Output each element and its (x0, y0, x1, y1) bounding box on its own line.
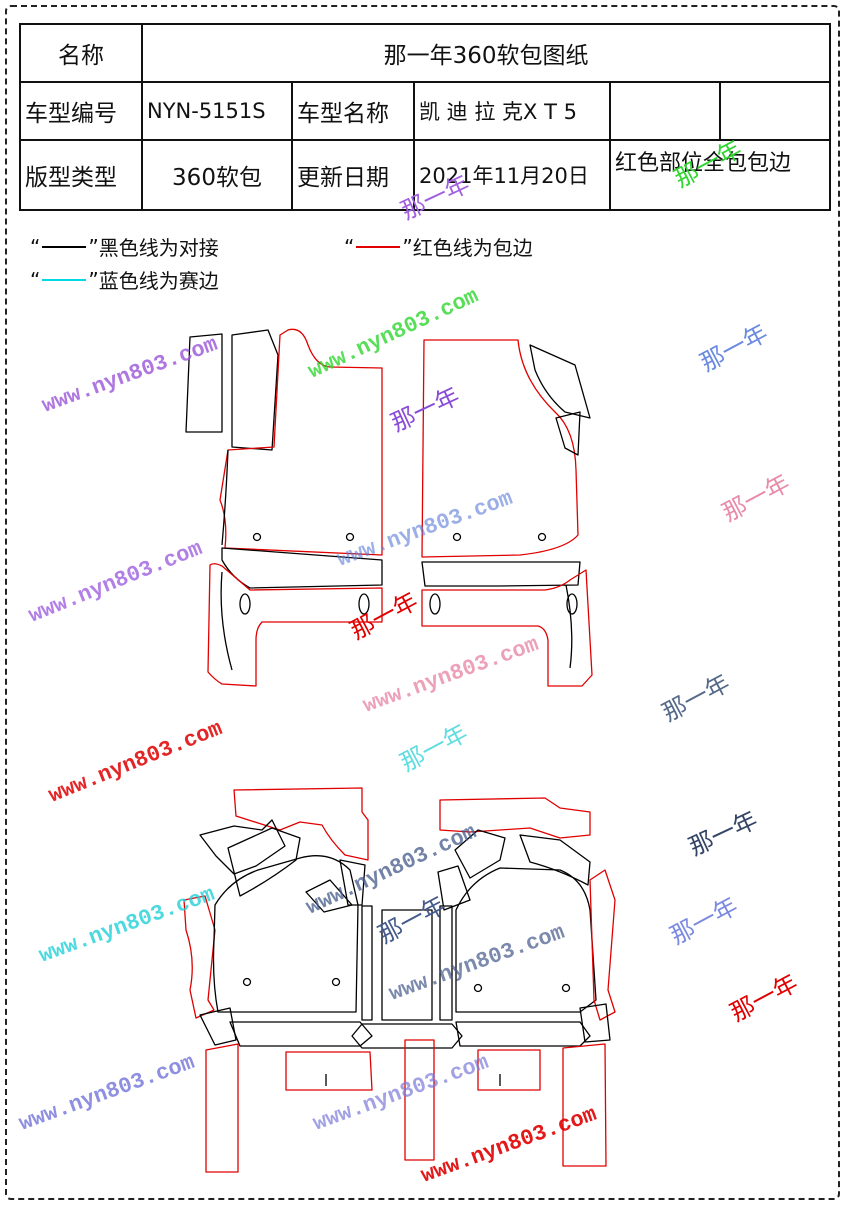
front-right-main-outline (421, 339, 579, 558)
spec-table: 名称 那一年360软包图纸 车型编号 NYN-5151S 车型名称 凯 迪 拉 … (19, 23, 832, 211)
rear-left-top-outline (233, 787, 369, 861)
rear-right-bottom-pad (477, 1049, 541, 1091)
rear-right-side-outline (589, 869, 616, 1021)
watermark-brand: 那一年 (346, 587, 423, 646)
model-name-label: 车型名称 (291, 81, 415, 141)
legend-cyan-text: 蓝色线为赛边 (98, 269, 219, 293)
rear-left-side-outline (183, 895, 216, 1019)
rear-center-tunnel (381, 909, 433, 1021)
rear-right-seat-area (455, 867, 597, 1013)
watermark-url: www.nyn803.com (302, 820, 480, 921)
watermark-brand: 那一年 (666, 892, 743, 951)
front-left-main-outline (219, 328, 383, 556)
legend-black-text: 黑色线为对接 (98, 236, 219, 260)
rear-mat (183, 787, 616, 1173)
type-value: 360软包 (141, 139, 293, 211)
watermark-brand: 那一年 (658, 669, 735, 728)
front-right-pillar-piece (529, 344, 591, 419)
date-label: 更新日期 (291, 139, 415, 211)
name-label: 名称 (19, 23, 143, 83)
watermark-url: www.nyn803.com (360, 632, 542, 719)
watermark-url: www.nyn803.com (310, 1050, 492, 1137)
note-cell: 红色部位全包包边 (608, 139, 832, 211)
cyan-line-swatch (42, 278, 87, 281)
rear-left-seat-area (212, 855, 359, 1013)
watermark-url: www.nyn803.com (39, 332, 221, 419)
model-no-label: 车型编号 (19, 81, 143, 141)
front-left-lower-outline (207, 563, 383, 687)
rear-center-bottom-strip (404, 1039, 435, 1161)
rear-right-top-outline (439, 797, 591, 839)
rear-right-bottom-strip (562, 1043, 607, 1167)
watermark-brand: 那一年 (696, 319, 773, 378)
legend-cyan: “”蓝色线为赛边 (30, 265, 219, 294)
legend-red-text: 红色线为包边 (412, 236, 533, 260)
watermark-url: www.nyn803.com (418, 1102, 600, 1189)
type-label: 版型类型 (19, 139, 143, 211)
watermark-url: www.nyn803.com (16, 1050, 198, 1137)
legend-red: “”红色线为包边 (344, 232, 533, 261)
date-value: 2021年11月20日 (413, 139, 611, 211)
watermark-brand: 那一年 (685, 806, 762, 862)
watermark-url: www.nyn803.com (334, 486, 516, 573)
name-value: 那一年360软包图纸 (140, 23, 832, 83)
front-left-mat (185, 328, 383, 687)
empty-cell-1 (609, 81, 721, 141)
front-right-mat (421, 339, 593, 687)
watermark-url: www.nyn803.com (36, 882, 218, 969)
watermark-url: www.nyn803.com (304, 284, 482, 385)
watermark-brand: 那一年 (397, 170, 474, 226)
watermark-brand: 那一年 (718, 469, 795, 528)
front-right-lower-outline (421, 569, 593, 687)
red-line-swatch (356, 245, 401, 248)
black-line-swatch (42, 245, 87, 248)
watermark-url: www.nyn803.com (45, 716, 226, 808)
watermark-brand: 那一年 (387, 382, 464, 438)
watermark-brand: 那一年 (670, 135, 747, 194)
front-right-cross-strip (421, 561, 581, 587)
model-name-value: 凯 迪 拉 克X T 5 (413, 81, 611, 141)
watermark-url: www.nyn803.com (25, 536, 206, 628)
front-left-side-piece (185, 333, 223, 433)
watermark-brand: 那一年 (396, 719, 473, 778)
rear-left-bottom-pad (285, 1051, 373, 1091)
rear-left-bottom-strip (205, 1043, 239, 1173)
legend-black: “”黑色线为对接 (30, 232, 219, 261)
page-border (5, 5, 840, 1200)
front-left-pillar-piece (231, 329, 279, 451)
model-no-value: NYN-5151S (141, 81, 293, 141)
empty-cell-2 (718, 81, 832, 141)
watermark-brand: 那一年 (374, 891, 451, 950)
watermark-brand: 那一年 (726, 969, 803, 1028)
